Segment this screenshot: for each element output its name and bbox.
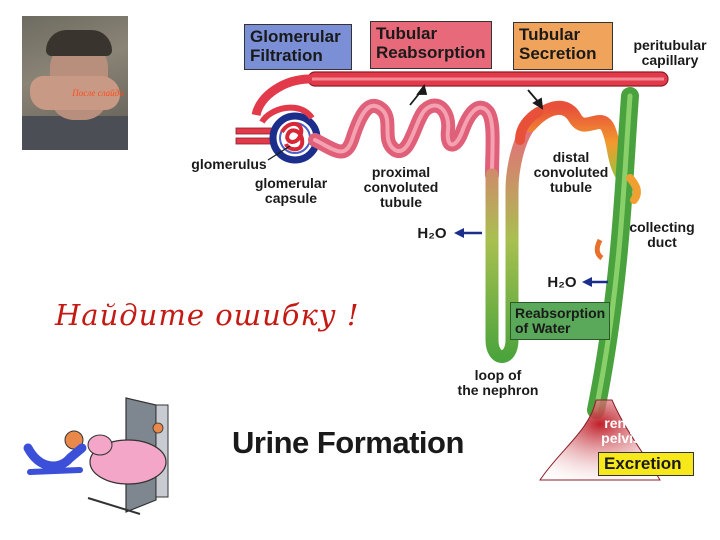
glomerulus (259, 104, 315, 152)
water-box-line2: of Water (515, 320, 571, 336)
cartoon-illustration (23, 397, 169, 515)
glomerular-capsule-label: glomerular capsule (246, 176, 336, 206)
glomerulus-label: glomerulus (191, 156, 267, 172)
photo-hand (30, 76, 120, 110)
photo-shirt (22, 116, 128, 150)
proximal-line1: proximal (371, 164, 431, 180)
peritubular-capillary-label: peritubular capillary (624, 38, 716, 68)
loop-line1: loop of (474, 367, 522, 383)
tubular-secretion-box: Tubular Secretion (513, 22, 613, 70)
photo-image: После слайда (22, 16, 128, 150)
renal-pelvis-label: renal pelvis (594, 416, 648, 446)
capsule-line2: capsule (264, 190, 318, 206)
proximal-tubule-label: proximal convoluted tubule (360, 165, 442, 210)
reabsorption-arrows (409, 83, 544, 110)
renal-line2: pelvis (601, 430, 641, 446)
distal-line3: tubule (550, 179, 592, 195)
filtration-line2: Filtration (250, 46, 323, 65)
loop-line2: the nephron (457, 382, 539, 398)
tubular-reabsorption-box: Tubular Reabsorption (370, 21, 492, 69)
water-box-line1: Reabsorption (515, 305, 606, 321)
secretion-line1: Tubular (519, 25, 581, 44)
collecting-line2: duct (647, 234, 677, 250)
filtration-line1: Glomerular (250, 27, 341, 46)
distal-line2: convoluted (533, 164, 609, 180)
water-label-2: H₂O (547, 274, 577, 291)
peritubular-capillary (251, 71, 669, 117)
peritubular-line2: capillary (641, 52, 699, 68)
water-label-1: H₂O (417, 225, 447, 242)
capsule-line1: glomerular (254, 175, 328, 191)
reabsorption-line2: Reabsorption (376, 43, 486, 62)
loop-of-nephron-label: loop of the nephron (448, 368, 548, 398)
distal-line1: distal (552, 149, 590, 165)
reabsorption-line1: Tubular (376, 24, 438, 43)
peritubular-line1: peritubular (633, 37, 707, 53)
collecting-duct-label: collecting duct (622, 220, 702, 250)
label-pointers (267, 145, 291, 161)
distal-convoluted-tubule (523, 100, 631, 185)
glomerular-filtration-box: Glomerular Filtration (244, 24, 352, 70)
renal-line1: renal (604, 415, 638, 431)
photo-hair (46, 30, 112, 56)
distal-tubule-label: distal convoluted tubule (528, 150, 614, 195)
excretion-box: Excretion (598, 452, 694, 476)
proximal-line3: tubule (380, 194, 422, 210)
secretion-line2: Secretion (519, 44, 597, 63)
reabsorption-of-water-box: Reabsorption of Water (510, 302, 610, 340)
water-arrows (454, 228, 608, 287)
page-title: Urine Formation (232, 425, 464, 460)
find-error-text: Найдите ошибку ! (55, 298, 360, 332)
proximal-line2: convoluted (363, 179, 439, 195)
photo-caption: После слайда (72, 88, 124, 98)
collecting-line1: collecting (629, 219, 695, 235)
